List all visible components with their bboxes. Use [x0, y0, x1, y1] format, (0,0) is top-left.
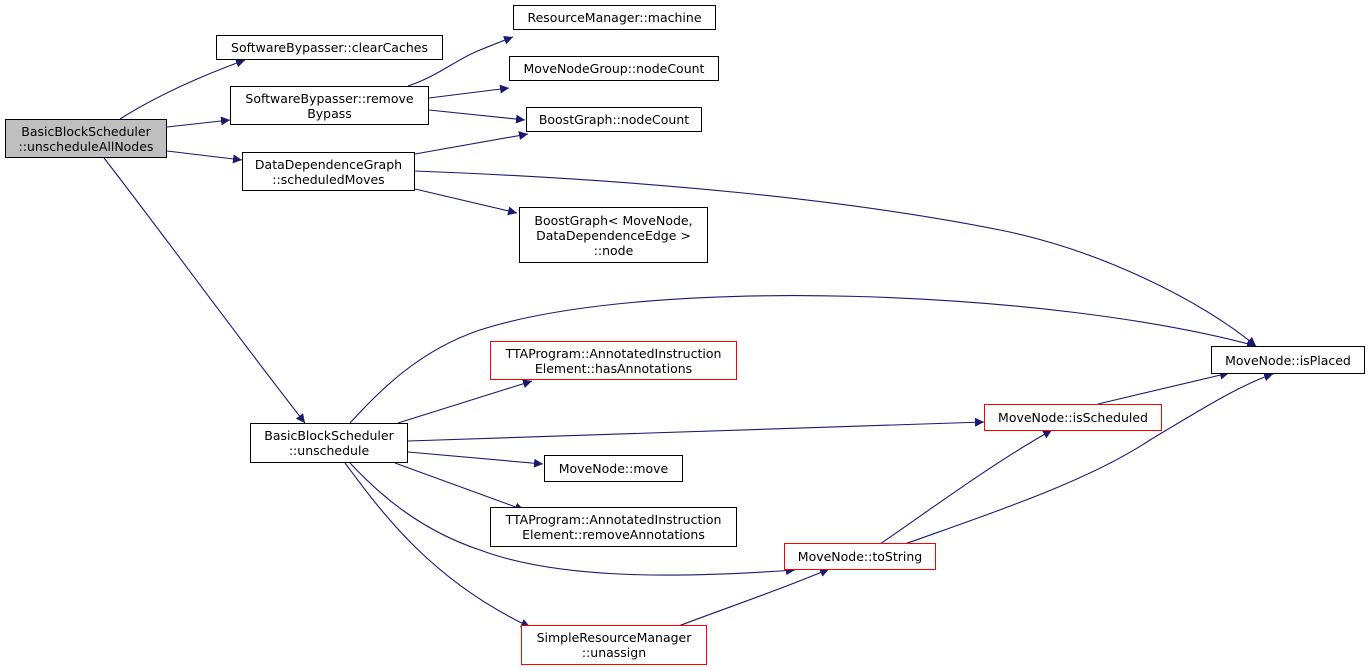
edge-removebypass-bgcount: [428, 109, 526, 124]
node-label-line1: DataDependenceGraph: [254, 156, 403, 172]
node-label-line1: BoostGraph< MoveNode,: [534, 212, 693, 228]
node-movenode-move[interactable]: MoveNode::move: [544, 455, 683, 482]
node-label-line1: SoftwareBypasser::remove: [245, 90, 414, 106]
node-label-line2: DataDependenceEdge >: [536, 227, 691, 243]
node-simpleresourcemanager-unassign[interactable]: SimpleResourceManager ::unassign: [521, 625, 707, 665]
node-label-line2: ::unassign: [581, 645, 647, 660]
edge-removebypass-machine: [407, 35, 514, 87]
node-label-line3: ::node: [593, 242, 634, 258]
node-label-line2: Element::removeAnnotations: [522, 527, 705, 542]
edge-root-unschedule: [103, 157, 306, 424]
edge-unschedule-unassign: [344, 462, 531, 628]
edge-unschedule-hasann: [397, 379, 533, 424]
node-label-line1: MoveNodeGroup::nodeCount: [523, 61, 705, 76]
edge-removebypass-mngcount: [428, 84, 510, 99]
node-movenodegroup-nodecount[interactable]: MoveNodeGroup::nodeCount: [509, 56, 719, 81]
edge-tostring-issched: [879, 429, 1053, 545]
node-label-line2: ::scheduledMoves: [272, 171, 385, 187]
node-label-line2: ::unschedule: [288, 443, 370, 458]
node-softwarebypasser-removebypass[interactable]: SoftwareBypasser::remove Bypass: [230, 86, 429, 125]
node-label-line1: SoftwareBypasser::clearCaches: [231, 40, 428, 55]
node-label-line1: ResourceManager::machine: [527, 10, 702, 25]
edge-unschedule-tostring: [349, 462, 796, 576]
node-label-line1: BoostGraph::nodeCount: [538, 112, 690, 127]
edge-tostring-isplaced: [904, 372, 1274, 545]
edge-issched-isplaced: [1097, 370, 1230, 405]
node-label-line1: BasicBlockScheduler: [264, 428, 394, 443]
edge-root-ddgsched: [166, 150, 243, 164]
node-label-line1: BasicBlockScheduler: [21, 123, 151, 139]
edge-ddgsched-bgnode: [414, 188, 518, 216]
node-label-line2: Element::hasAnnotations: [534, 360, 693, 376]
node-label-line1: TTAProgram::AnnotatedInstruction: [505, 345, 722, 361]
node-label-line2: Bypass: [307, 105, 352, 121]
edge-ddgsched-bgcount: [414, 131, 529, 155]
node-label-line2: ::unscheduleAllNodes: [18, 138, 154, 154]
node-label-line1: SimpleResourceManager: [536, 630, 692, 645]
node-basicblockscheduler-unschedule[interactable]: BasicBlockScheduler ::unschedule: [250, 423, 408, 463]
edge-root-clearcaches: [119, 58, 246, 120]
edge-root-removebypass: [166, 116, 231, 128]
node-boostgraph-node[interactable]: BoostGraph< MoveNode, DataDependenceEdge…: [519, 207, 708, 263]
node-label-line1: TTAProgram::AnnotatedInstruction: [505, 512, 722, 527]
edge-unschedule-isplaced: [349, 295, 1257, 424]
node-movenode-isplaced[interactable]: MoveNode::isPlaced: [1211, 346, 1365, 374]
node-datadependencegraph-scheduledmoves[interactable]: DataDependenceGraph ::scheduledMoves: [242, 152, 415, 191]
node-annotatedinstructionelement-hasannotations[interactable]: TTAProgram::AnnotatedInstruction Element…: [490, 341, 737, 380]
node-annotatedinstructionelement-removeannotations[interactable]: TTAProgram::AnnotatedInstruction Element…: [490, 507, 737, 547]
edge-unassign-tostring: [675, 568, 830, 628]
node-basicblockscheduler-unscheduleallnodes: BasicBlockScheduler ::unscheduleAllNodes: [5, 119, 167, 158]
edge-ddgsched-isplaced: [414, 170, 1257, 347]
node-movenode-isscheduled[interactable]: MoveNode::isScheduled: [984, 404, 1162, 431]
node-boostgraph-nodecount[interactable]: BoostGraph::nodeCount: [526, 107, 702, 132]
node-label-line1: MoveNode::toString: [797, 549, 923, 564]
node-label-line1: MoveNode::move: [558, 461, 669, 476]
node-resourcemanager-machine[interactable]: ResourceManager::machine: [513, 5, 716, 30]
node-movenode-tostring[interactable]: MoveNode::toString: [784, 543, 936, 570]
node-label-line1: MoveNode::isScheduled: [998, 410, 1148, 425]
edge-unschedule-rmann: [394, 462, 525, 512]
edge-unschedule-move: [407, 451, 544, 468]
node-softwarebypasser-clearcaches[interactable]: SoftwareBypasser::clearCaches: [216, 35, 443, 60]
edge-unschedule-issched: [407, 417, 985, 442]
node-label-line1: MoveNode::isPlaced: [1225, 352, 1351, 368]
